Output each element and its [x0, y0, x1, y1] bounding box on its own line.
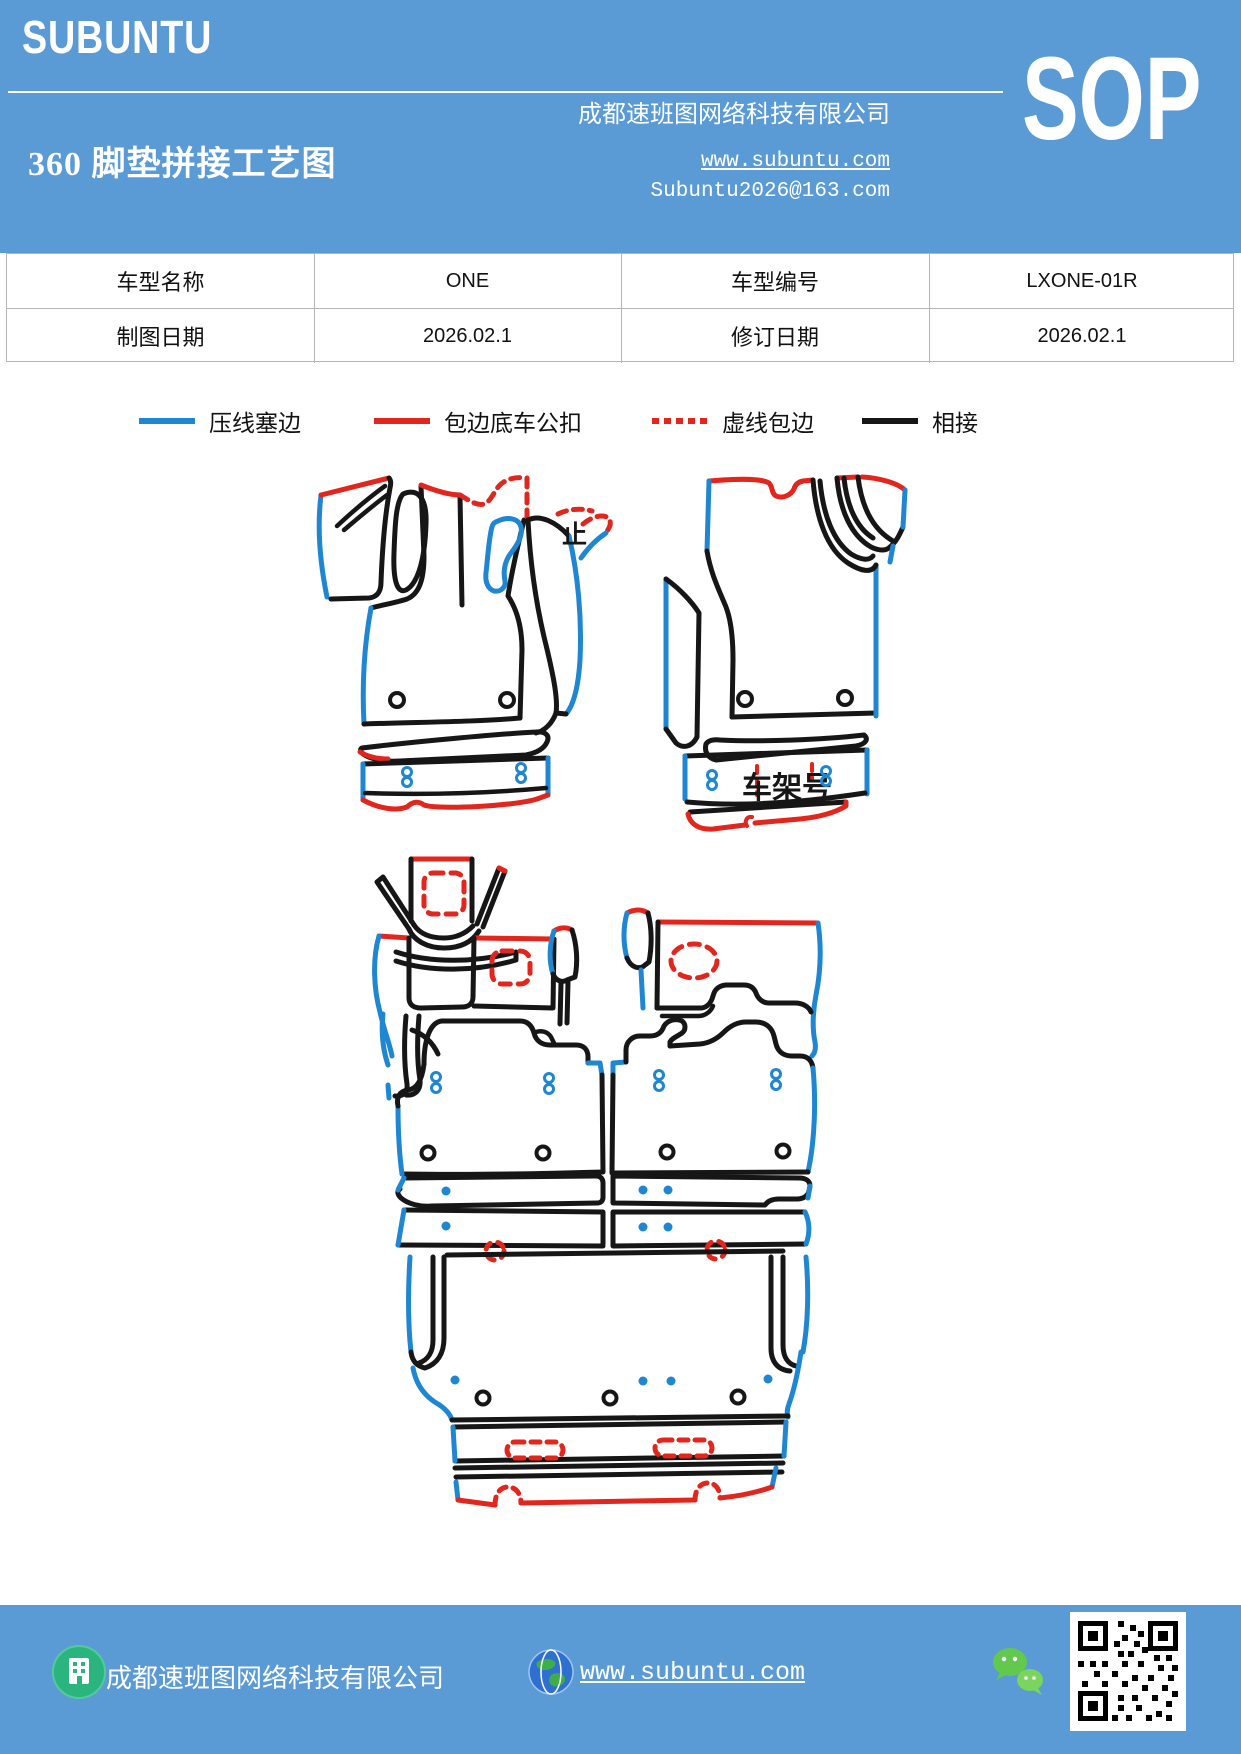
- legend-label: 包边底车公扣: [444, 411, 582, 436]
- brand-logo: SUBUNTU: [22, 11, 213, 63]
- legend-label: 虚线包边: [722, 411, 814, 436]
- table-row: 车型名称 ONE 车型编号 LXONE-01R: [7, 254, 1233, 309]
- model-code-value: LXONE-01R: [1026, 269, 1138, 292]
- legend-item-join: 相接: [862, 404, 978, 438]
- front-right-mat-drawing: 车架号: [578, 474, 908, 832]
- legend-item-dashed-bind: 虚线包边: [652, 404, 814, 438]
- wechat-icon: [993, 1648, 1043, 1695]
- revise-date-label: 修订日期: [621, 309, 930, 363]
- table-row: 制图日期 2026.02.1 修订日期 2026.02.1: [7, 309, 1233, 363]
- sop-badge: SOP: [1022, 33, 1202, 165]
- header-email: Subuntu2026@163.com: [650, 180, 890, 203]
- vehicle-info-table: 车型名称 ONE 车型编号 LXONE-01R 制图日期 2026.02.1 修…: [6, 253, 1234, 363]
- snap-fastener-icon: [401, 762, 527, 788]
- front-left-mat-drawing: 止: [316, 475, 595, 812]
- draw-date-value: 2026.02.1: [314, 309, 622, 363]
- building-icon: [52, 1645, 106, 1699]
- legend-item-bind-edge: 包边底车公扣: [374, 404, 582, 438]
- page-title: 360 脚垫拼接工艺图: [28, 146, 337, 183]
- snap-fastener-icon: [706, 765, 832, 791]
- trunk-mat-drawing: [406, 1248, 811, 1508]
- vin-label-text: 车架号: [742, 771, 832, 805]
- model-name-label: 车型名称: [7, 254, 315, 308]
- header-website-link[interactable]: www.subuntu.com: [700, 150, 890, 173]
- legend-swatch-red-dashed-line: [652, 418, 708, 424]
- globe-icon: [528, 1649, 574, 1695]
- legend-swatch-black-line: [862, 418, 918, 424]
- legend-label: 相接: [932, 411, 978, 436]
- header-company-name: 成都速班图网络科技有限公司: [578, 102, 890, 128]
- footer-website-link[interactable]: www.subuntu.com: [580, 1658, 806, 1687]
- legend-label: 压线塞边: [209, 411, 301, 436]
- snap-fastener-icon: [430, 1068, 782, 1095]
- model-name-value: ONE: [314, 254, 622, 308]
- header-band: [0, 0, 1241, 253]
- footer-company-name: 成都速班图网络科技有限公司: [106, 1664, 445, 1693]
- legend-swatch-blue-line: [139, 418, 195, 424]
- legend-item-press-edge: 压线塞边: [139, 404, 301, 438]
- model-code-label: 车型编号: [621, 254, 930, 308]
- qr-code: [1070, 1612, 1186, 1731]
- second-row-mats-drawing: [379, 1011, 818, 1177]
- header-divider: [8, 91, 1003, 93]
- legend-swatch-red-line: [374, 418, 430, 424]
- cross-strips-drawing: [395, 1173, 813, 1263]
- middle-row-drawing: [372, 856, 823, 1059]
- revise-date-value: 2026.02.1: [1037, 324, 1127, 347]
- draw-date-label: 制图日期: [7, 309, 315, 363]
